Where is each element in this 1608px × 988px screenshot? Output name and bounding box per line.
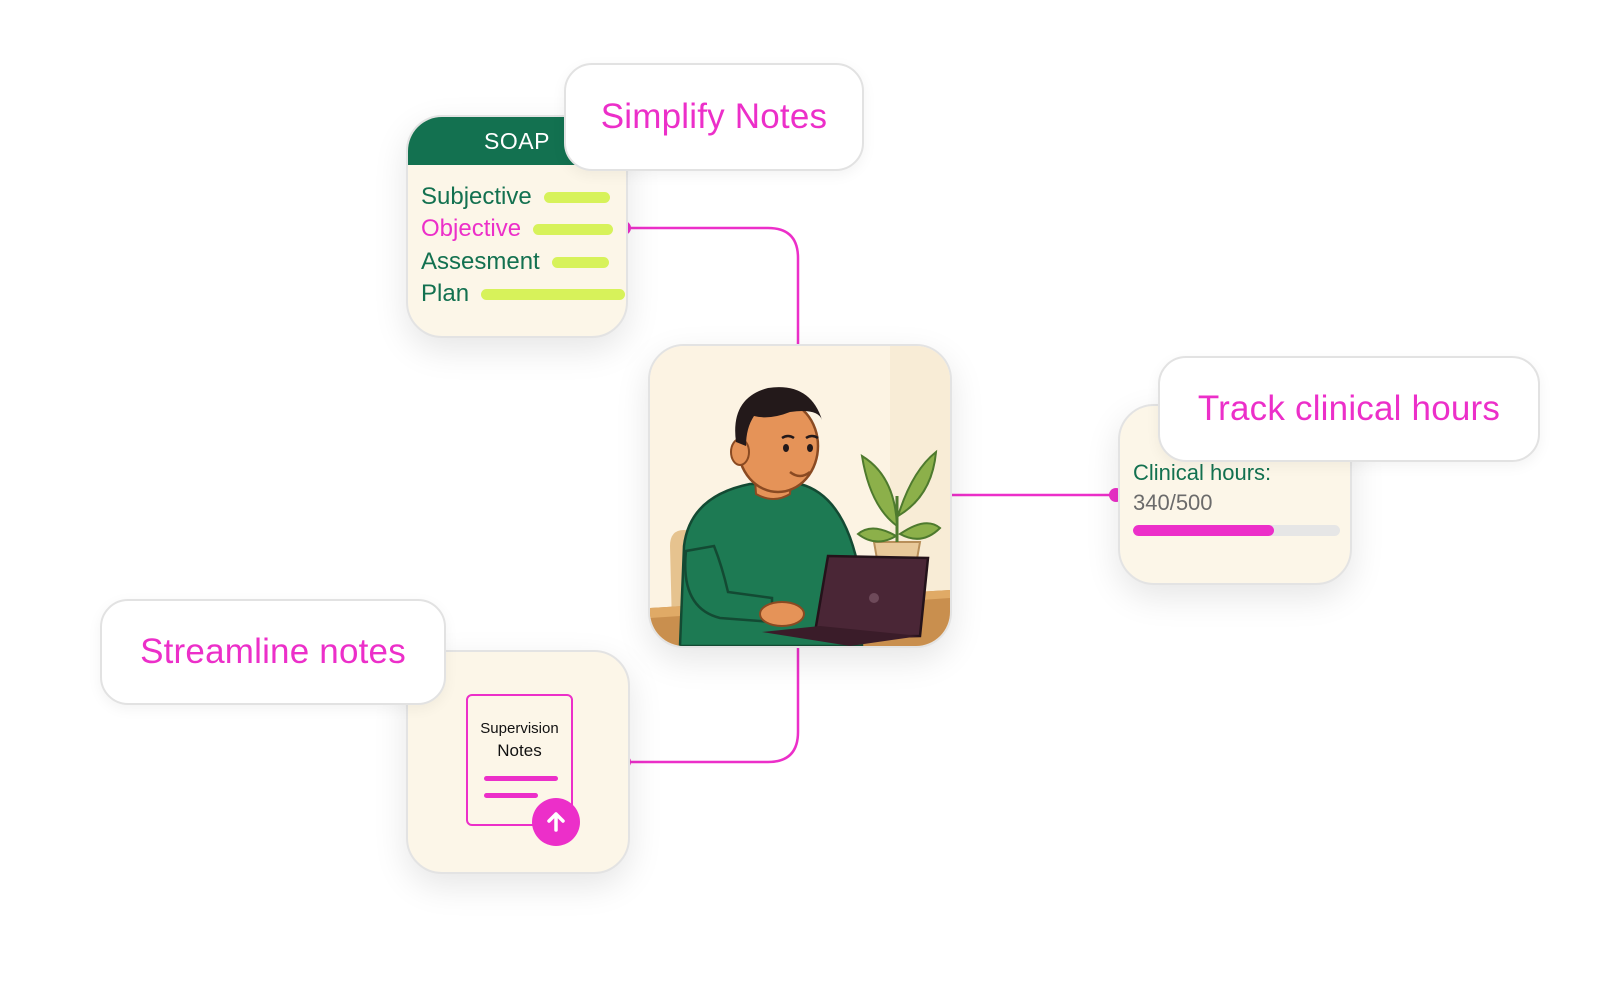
document-text-line <box>484 776 558 781</box>
upload-arrow-icon[interactable] <box>532 798 580 846</box>
soap-row-label: Plan <box>421 280 470 307</box>
soap-row-label: Objective <box>421 215 522 242</box>
simplify-notes-label: Simplify Notes <box>564 63 864 171</box>
supervision-notes-card: Supervision Notes <box>406 650 630 874</box>
center-illustration-card <box>648 344 952 648</box>
soap-row-bar <box>533 223 614 235</box>
connector-supervision <box>624 646 800 764</box>
clinical-hours-title: Clinical hours: <box>1133 460 1272 485</box>
soap-row-label: Assesment <box>421 248 540 275</box>
clinical-hours-progress-fill <box>1133 525 1274 536</box>
person-at-laptop-illustration <box>650 346 950 646</box>
soap-row-assesment: Assesment <box>421 247 609 277</box>
soap-row-plan: Plan <box>421 279 626 309</box>
soap-row-label: Subjective <box>421 183 532 210</box>
soap-row-subjective: Subjective <box>421 182 610 212</box>
document-title-line1: Supervision <box>480 720 559 737</box>
soap-row-bar <box>543 191 610 203</box>
soap-row-objective: Objective <box>421 214 614 244</box>
soap-row-bar <box>551 256 609 268</box>
document-title-line2: Notes <box>497 741 542 760</box>
clinical-hours-progress-track <box>1133 525 1340 536</box>
track-clinical-hours-label: Track clinical hours <box>1158 356 1540 462</box>
document-text-line <box>484 793 538 798</box>
connector-soap <box>624 226 800 346</box>
streamline-notes-label: Streamline notes <box>100 599 446 705</box>
clinical-hours-value: 340/500 <box>1133 490 1213 515</box>
soap-row-bar <box>481 288 626 300</box>
